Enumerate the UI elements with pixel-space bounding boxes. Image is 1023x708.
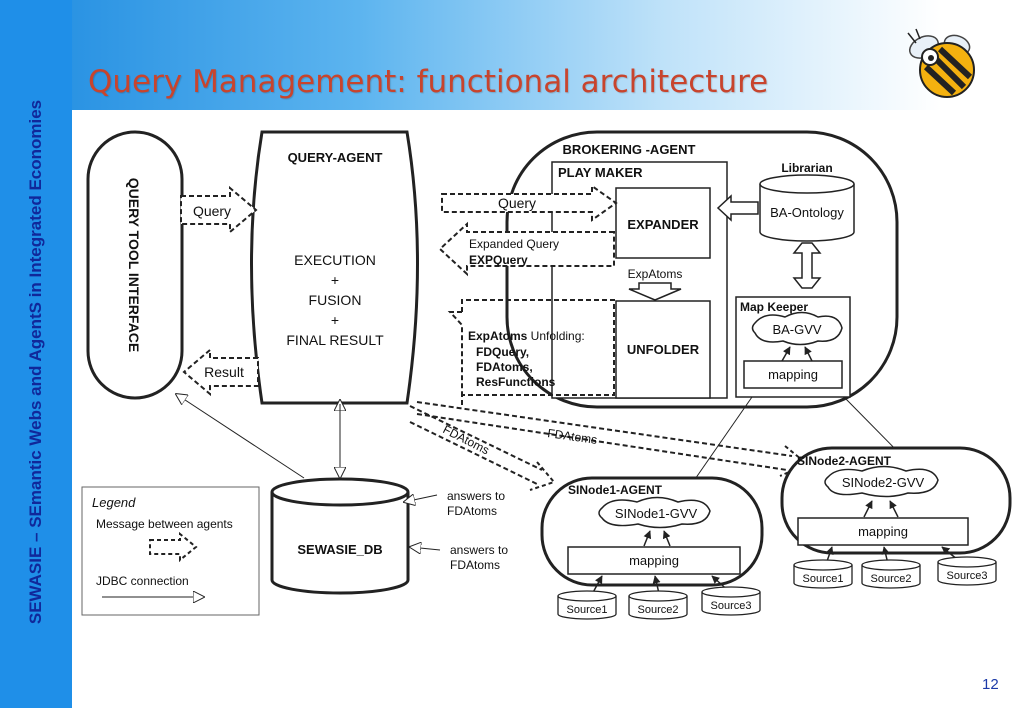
query-agent-line-1: EXECUTION bbox=[294, 252, 376, 268]
expander-box bbox=[615, 187, 711, 259]
expatoms-unfolding-message: ExpAtoms Unfolding: FDQuery, FDAtoms, Re… bbox=[447, 299, 615, 407]
sinode1-source-1-label: Source1 bbox=[567, 604, 608, 616]
expander-label: EXPANDER bbox=[627, 217, 699, 232]
query-label-left: Query bbox=[193, 203, 231, 219]
bee-logo-icon bbox=[907, 28, 975, 98]
query-message-right: Query bbox=[441, 184, 618, 222]
sinode1-source-3: Source3 bbox=[701, 586, 761, 616]
sinode2-gvv-label: SINode2-GVV bbox=[842, 475, 925, 490]
sinode1-source-2: Source2 bbox=[628, 590, 688, 620]
sewasie-db-label: SEWASIE_DB bbox=[297, 542, 382, 557]
sinode2-gvv-cloud bbox=[824, 465, 939, 498]
sinode1-sources: Source1 Source2 Source3 bbox=[557, 586, 761, 620]
sinode1-gvv-label: SINode1-GVV bbox=[615, 506, 698, 521]
result-message: Result bbox=[182, 347, 259, 397]
ba-ontology-label: BA-Ontology bbox=[770, 205, 844, 220]
sinode1-source-1: Source1 bbox=[557, 590, 617, 620]
legend: Legend Message between agents JDBC conne… bbox=[81, 486, 260, 616]
resfunctions-label: ResFunctions bbox=[476, 375, 556, 389]
expatoms-unfolding-heading: ExpAtoms Unfolding: bbox=[468, 329, 585, 343]
query-tool-label: QUERY TOOL INTERFACE bbox=[126, 178, 142, 353]
sinode2-source-1-label: Source1 bbox=[803, 573, 844, 585]
sinode2-source-1: Source1 bbox=[793, 559, 853, 589]
play-maker-label: PLAY MAKER bbox=[558, 165, 643, 180]
expanded-query-label: Expanded Query bbox=[469, 237, 559, 251]
query-agent: QUERY-AGENT EXECUTION + FUSION + FINAL R… bbox=[250, 130, 419, 405]
ba-ontology-cylinder: BA-Ontology bbox=[759, 174, 855, 242]
query-agent-line-2: + bbox=[331, 272, 339, 288]
map-keeper-label: Map Keeper bbox=[740, 300, 808, 314]
expatoms-inner-label: ExpAtoms bbox=[628, 267, 683, 281]
ba-gvv-label: BA-GVV bbox=[772, 322, 821, 337]
ontology-mapkeeper-arrow bbox=[792, 242, 822, 289]
sinode2-agent: SINode2-AGENT SINode2-GVV mapping bbox=[780, 446, 1012, 565]
brokering-agent-title: BROKERING -AGENT bbox=[563, 142, 696, 157]
query-message-left: Query bbox=[180, 185, 258, 235]
header-gradient-band bbox=[0, 0, 1023, 110]
fdatoms-diag2-label: FDAtoms bbox=[547, 426, 598, 447]
sinode1-source-3-label: Source3 bbox=[711, 600, 752, 612]
unfolder-box bbox=[615, 300, 711, 399]
legend-jdbc-label: JDBC connection bbox=[96, 574, 189, 588]
ba-gvv-cloud bbox=[751, 311, 843, 346]
query-agent-line-3: FUSION bbox=[309, 292, 362, 308]
sinode2-source-2: Source2 bbox=[861, 559, 921, 589]
sinode2-source-3-label: Source3 bbox=[947, 570, 988, 582]
query-tool-interface: QUERY TOOL INTERFACE bbox=[86, 130, 184, 400]
sewasie-db-cylinder: SEWASIE_DB bbox=[270, 477, 410, 595]
sinode2-sources: Source1 Source2 Source3 bbox=[793, 556, 997, 589]
answers-arrow-1 bbox=[404, 495, 438, 502]
legend-message-label: Message between agents bbox=[96, 517, 233, 531]
sinode2-source-2-label: Source2 bbox=[871, 573, 912, 585]
expatoms-arrow bbox=[628, 282, 682, 301]
ontology-to-expander-arrow bbox=[716, 194, 759, 222]
ba-mapping-label: mapping bbox=[768, 367, 818, 382]
sinode2-mapping-box bbox=[797, 517, 969, 546]
sinode2-title: SINode2-AGENT bbox=[797, 454, 892, 468]
fdatoms-item-label: FDAtoms, bbox=[476, 360, 533, 374]
jdbc-query-tool-link bbox=[176, 394, 305, 479]
result-label: Result bbox=[204, 364, 244, 380]
query-label-right: Query bbox=[498, 195, 536, 211]
answers2-line1: answers to bbox=[450, 543, 508, 557]
query-agent-line-4: + bbox=[331, 312, 339, 328]
librarian-label: Librarian bbox=[781, 161, 832, 175]
unfolding-label: Unfolding: bbox=[527, 329, 584, 343]
brokering-agent: BROKERING -AGENT PLAY MAKER EXPANDER Exp… bbox=[505, 130, 899, 409]
sinode1-gvv-cloud bbox=[598, 496, 711, 529]
page-number: 12 bbox=[982, 676, 999, 693]
answers-arrow-2 bbox=[410, 547, 441, 550]
answers2-line2: FDAtoms bbox=[450, 558, 500, 572]
architecture-diagram: QUERY TOOL INTERFACE QUERY-AGENT EXECUTI… bbox=[81, 130, 1012, 620]
legend-message-arrow bbox=[149, 531, 198, 563]
sinode1-agent: SINode1-AGENT SINode1-GVV mapping bbox=[540, 476, 764, 599]
sinode2-source-3: Source3 bbox=[937, 556, 997, 586]
query-agent-line-5: FINAL RESULT bbox=[286, 332, 384, 348]
sinode1-mapping-label: mapping bbox=[629, 553, 679, 568]
sinode1-source-2-label: Source2 bbox=[638, 604, 679, 616]
expquery-label: EXPQuery bbox=[469, 253, 528, 267]
fdquery-label: FDQuery, bbox=[476, 345, 529, 359]
sinode2-mapping-label: mapping bbox=[858, 524, 908, 539]
legend-title: Legend bbox=[92, 495, 136, 510]
answers1-line2: FDAtoms bbox=[447, 504, 497, 518]
sinode1-title: SINode1-AGENT bbox=[568, 483, 663, 497]
slide-title: Query Management: functional architectur… bbox=[88, 64, 769, 100]
answers1-line1: answers to bbox=[447, 489, 505, 503]
unfolder-label: UNFOLDER bbox=[627, 342, 700, 357]
side-title: SEWASIE – SEmantic Webs and AgentS in In… bbox=[26, 99, 45, 625]
sidebar-band: SEWASIE – SEmantic Webs and AgentS in In… bbox=[0, 0, 72, 708]
ba-mapping-box bbox=[743, 360, 843, 389]
query-agent-title: QUERY-AGENT bbox=[288, 150, 383, 165]
sinode1-mapping-box bbox=[567, 546, 741, 575]
expatoms-bold-label: ExpAtoms bbox=[468, 329, 528, 343]
expanded-query-message: Expanded Query EXPQuery bbox=[438, 221, 615, 277]
